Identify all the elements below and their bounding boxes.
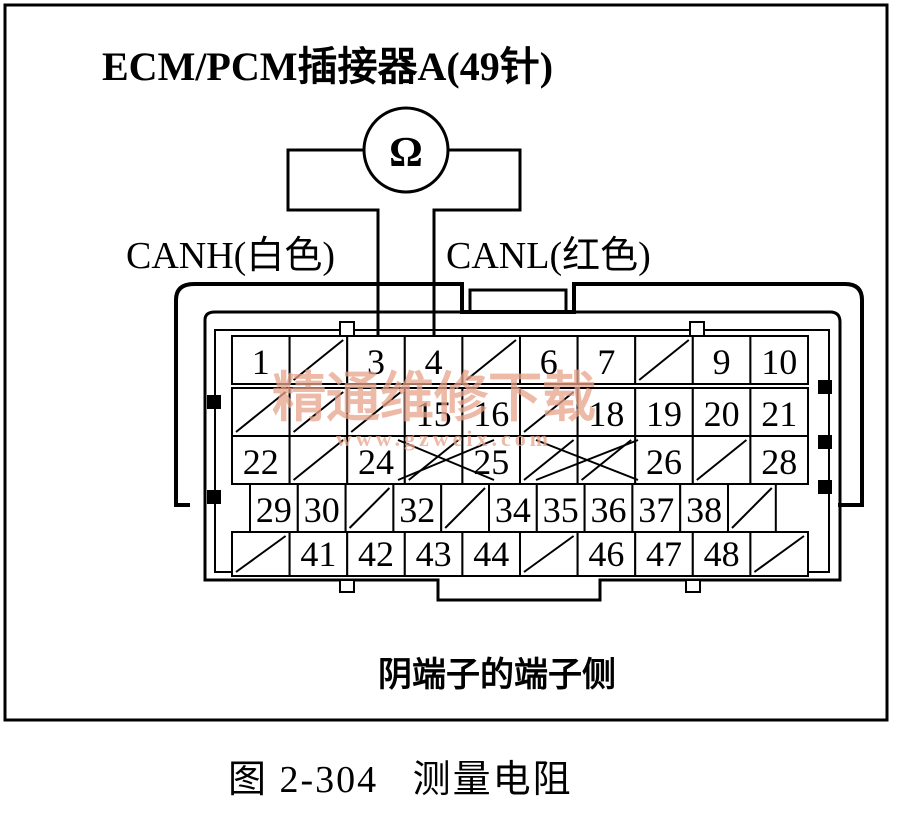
canl-label: CANL(红色) bbox=[446, 235, 651, 277]
pin-cavity bbox=[535, 483, 586, 533]
pin-number: 36 bbox=[591, 490, 627, 530]
side-tabs bbox=[207, 380, 832, 504]
pin-number: 42 bbox=[358, 534, 394, 574]
pin-number: 32 bbox=[399, 490, 435, 530]
pin-cavity bbox=[403, 335, 464, 385]
pin-number: 15 bbox=[416, 394, 452, 434]
pin-number: 1 bbox=[252, 342, 270, 382]
ohmmeter-icon: Ω bbox=[362, 106, 450, 194]
pin-number: 30 bbox=[304, 490, 340, 530]
pin-cavity bbox=[583, 483, 634, 533]
pin-number: 21 bbox=[761, 394, 797, 434]
ohm-symbol: Ω bbox=[389, 130, 423, 176]
pin-number: 19 bbox=[646, 394, 682, 434]
unused-pin-slash bbox=[465, 339, 517, 381]
pin-number: 43 bbox=[416, 534, 452, 574]
unused-pin-slash bbox=[753, 535, 805, 573]
pin-number: 6 bbox=[540, 342, 558, 382]
connector-title: ECM/PCM插接器A(49针) bbox=[102, 44, 553, 89]
probe-wires bbox=[286, 148, 522, 344]
pin-number: 24 bbox=[358, 442, 394, 482]
pin-number: 35 bbox=[543, 490, 579, 530]
unused-pin-slash bbox=[348, 487, 391, 529]
pin-number: 29 bbox=[256, 490, 292, 530]
pin-cavity bbox=[634, 387, 694, 437]
connector-body bbox=[203, 310, 842, 602]
unused-pin-slash bbox=[350, 391, 402, 433]
pin-number: 38 bbox=[686, 490, 722, 530]
unused-pin-slash bbox=[235, 391, 287, 433]
unused-pin-slash bbox=[292, 339, 344, 381]
pin-cavity bbox=[749, 435, 810, 485]
pin-number: 22 bbox=[243, 442, 279, 482]
pin-number: 18 bbox=[588, 394, 624, 434]
connector-latch bbox=[468, 288, 568, 314]
figure-frame bbox=[3, 3, 889, 722]
pin-number: 7 bbox=[597, 342, 615, 382]
unused-pin-slash bbox=[408, 439, 460, 481]
pin-number: 34 bbox=[495, 490, 531, 530]
pin-cavity bbox=[403, 531, 464, 577]
pin-cavity bbox=[691, 335, 752, 385]
unused-pin-slash bbox=[292, 391, 344, 433]
pin-cavity bbox=[461, 387, 521, 437]
unused-pin-slash bbox=[523, 391, 575, 433]
pin-cavity bbox=[519, 335, 579, 385]
pin-number: 41 bbox=[300, 534, 336, 574]
watermark-url: www.gzweix.com bbox=[336, 426, 552, 451]
pin-cavity bbox=[288, 531, 349, 577]
pin-number: 44 bbox=[473, 534, 509, 574]
pin-number: 48 bbox=[704, 534, 740, 574]
unused-pin-slash bbox=[638, 339, 690, 381]
pin-cavity bbox=[691, 531, 752, 577]
pin-number: 3 bbox=[367, 342, 385, 382]
pin-number: 46 bbox=[588, 534, 624, 574]
pin-cavity bbox=[749, 335, 810, 385]
pin-cavity bbox=[576, 531, 637, 577]
unused-pin-slash bbox=[523, 439, 575, 481]
unused-pin-slash bbox=[235, 535, 287, 573]
pin-cavity bbox=[488, 483, 538, 533]
pin-number: 47 bbox=[646, 534, 682, 574]
blocked-cavity-crosses bbox=[397, 439, 639, 481]
unused-pin-slash bbox=[292, 439, 344, 481]
pin-number: 16 bbox=[473, 394, 509, 434]
pin-number: 28 bbox=[761, 442, 797, 482]
watermark-text: 精通维修下载 bbox=[272, 368, 596, 428]
unused-pin-slash bbox=[523, 535, 575, 573]
pin-number: 37 bbox=[638, 490, 674, 530]
pin-number: 20 bbox=[704, 394, 740, 434]
pin-cavity bbox=[296, 483, 347, 533]
pin-number: 26 bbox=[646, 442, 682, 482]
pin-cavity bbox=[346, 531, 406, 577]
figure-caption: 图 2-304 测量电阻 bbox=[228, 759, 573, 801]
unused-pin-slash bbox=[696, 439, 748, 481]
unused-pin-slash bbox=[731, 487, 773, 529]
pin-cavity bbox=[249, 483, 299, 533]
pin-number: 4 bbox=[425, 342, 443, 382]
pin-number: 10 bbox=[761, 342, 797, 382]
canh-label: CANH(白色) bbox=[126, 235, 335, 277]
pin-number: 9 bbox=[713, 342, 731, 382]
unused-pin-slash bbox=[444, 487, 486, 529]
pin-number: 25 bbox=[473, 442, 509, 482]
top-tabs bbox=[339, 321, 705, 593]
terminal-side-label: 阴端子的端子侧 bbox=[378, 656, 616, 694]
